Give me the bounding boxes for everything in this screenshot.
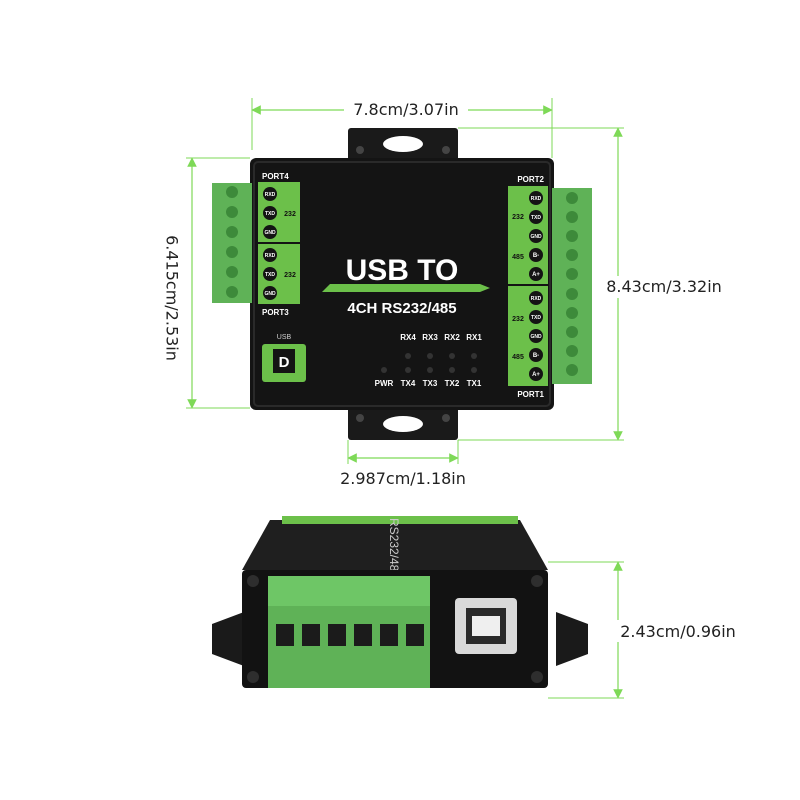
mode-label-232: 232 — [284, 272, 296, 279]
led-label-rx4: RX4 — [400, 333, 416, 342]
led-label-rx3: RX3 — [422, 333, 438, 342]
mode-label-232: 232 — [284, 211, 296, 218]
title-arrow — [322, 284, 490, 292]
usb-label: USB — [277, 334, 292, 341]
side-ear-right — [556, 612, 588, 666]
pin-label-b: B- — [533, 253, 539, 259]
led-tx4 — [405, 367, 411, 373]
device-title-line1: USB TO — [346, 254, 459, 287]
dimension-bottom-width: 2.987cm/1.18in — [340, 440, 466, 488]
terminal-block-left — [212, 183, 252, 303]
pin-label-rxd: RXD — [265, 253, 276, 259]
mode-label-485: 485 — [512, 354, 524, 361]
dimension-bottom-width-label: 2.987cm/1.18in — [340, 469, 466, 488]
pin-label-a: A+ — [532, 272, 540, 278]
pin-label-rxd: RXD — [531, 296, 542, 302]
dimension-left-height: 6.415cm/2.53in — [160, 157, 250, 409]
pin-label-txd: TXD — [531, 215, 541, 221]
led-label-tx4: TX4 — [401, 379, 416, 388]
side-ear-left — [212, 612, 244, 666]
port2-label: PORT2 — [517, 175, 544, 184]
pin-label-a: A+ — [532, 372, 540, 378]
side-view-title: RS232/485 — [387, 518, 401, 578]
led-label-rx2: RX2 — [444, 333, 460, 342]
led-label-tx2: TX2 — [445, 379, 460, 388]
led-label-pwr: PWR — [375, 379, 394, 388]
pin-label-gnd: GND — [530, 234, 542, 240]
device-title-line2: 4CH RS232/485 — [347, 300, 456, 317]
pin-label-rxd: RXD — [531, 196, 542, 202]
port1-label: PORT1 — [517, 390, 544, 399]
mode-label-485: 485 — [512, 254, 524, 261]
pin-label-gnd: GND — [264, 291, 276, 297]
led-group-rx: RX4 RX3 RX2 RX1 — [400, 333, 482, 359]
led-tx2 — [449, 367, 455, 373]
pin-label-txd: TXD — [265, 272, 275, 278]
dimension-right-height-label: 8.43cm/3.32in — [606, 277, 722, 296]
port4-label: PORT4 — [262, 172, 289, 181]
led-rx1 — [471, 353, 477, 359]
pin-label-txd: TXD — [265, 211, 275, 217]
led-rx3 — [427, 353, 433, 359]
dimension-top-width: 7.8cm/3.07in — [251, 98, 553, 158]
led-tx3 — [427, 367, 433, 373]
mount-hole-bottom — [383, 416, 423, 432]
side-view-top-surface — [242, 520, 548, 570]
pin-label-gnd: GND — [530, 334, 542, 340]
side-view: RS232/485 — [212, 516, 588, 688]
usb-port-letter: D — [279, 354, 290, 371]
led-group-tx: PWR TX4 TX3 TX2 TX1 — [375, 367, 482, 388]
dimension-top-width-label: 7.8cm/3.07in — [353, 100, 458, 119]
led-tx1 — [471, 367, 477, 373]
led-rx4 — [405, 353, 411, 359]
dimension-left-height-label: 6.415cm/2.53in — [163, 235, 182, 361]
led-pwr — [381, 367, 387, 373]
dimension-side-height: 2.43cm/0.96in — [548, 561, 760, 699]
mount-hole-top — [383, 136, 423, 152]
led-label-tx1: TX1 — [467, 379, 482, 388]
led-label-rx1: RX1 — [466, 333, 482, 342]
pin-label-gnd: GND — [264, 230, 276, 236]
pin-label-rxd: RXD — [265, 192, 276, 198]
led-rx2 — [449, 353, 455, 359]
led-label-tx3: TX3 — [423, 379, 438, 388]
terminal-block-right — [552, 188, 592, 384]
dimension-side-height-label: 2.43cm/0.96in — [620, 622, 736, 641]
pin-label-b: B- — [533, 353, 539, 359]
dimension-right-height: 8.43cm/3.32in — [458, 127, 732, 441]
top-view: RXD TXD GND RXD TXD GND 232 232 PORT4 PO… — [212, 128, 592, 440]
pin-label-txd: TXD — [531, 315, 541, 321]
mode-label-232: 232 — [512, 214, 524, 221]
mode-label-232: 232 — [512, 316, 524, 323]
port3-label: PORT3 — [262, 308, 289, 317]
